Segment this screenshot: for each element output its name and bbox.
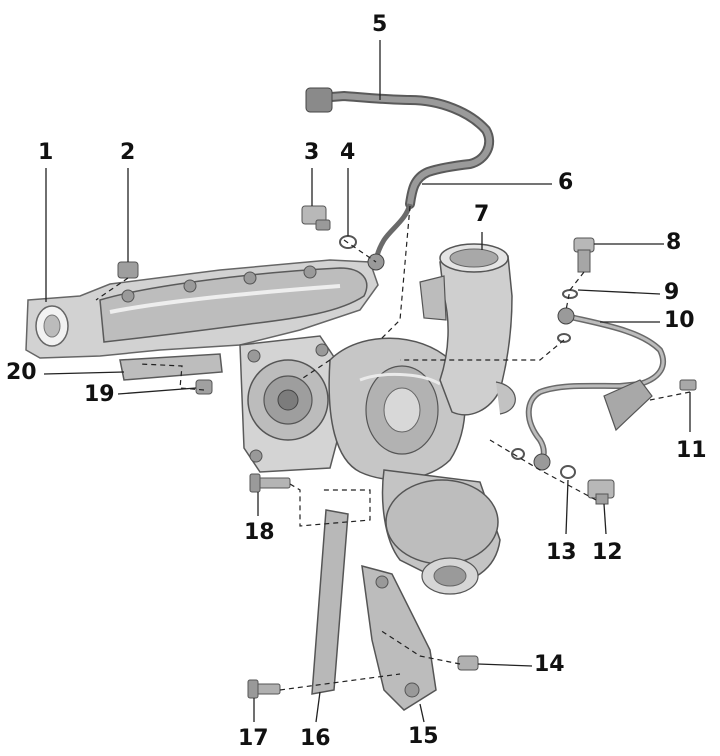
bolt-12: [587, 479, 615, 505]
callout-11: 11: [676, 438, 707, 463]
seal-ring-9: [562, 289, 578, 299]
callout-14: 14: [534, 652, 565, 677]
callout-4: 4: [340, 140, 356, 165]
bracket-15: [361, 564, 437, 711]
oil-supply-line: [525, 307, 667, 471]
callout-20: 20: [6, 360, 37, 385]
callout-10: 10: [664, 308, 695, 333]
turbocharger-core: [328, 337, 466, 481]
turbine-housing: [239, 335, 341, 473]
callout-1: 1: [38, 140, 54, 165]
callout-12: 12: [592, 540, 623, 565]
manifold-nut: [117, 261, 139, 279]
seal-ring-oil-line: [511, 448, 525, 460]
callout-5: 5: [372, 12, 388, 37]
bolt-14: [457, 655, 479, 671]
support-bracket-16: [311, 509, 349, 695]
callout-16: 16: [300, 726, 331, 751]
heat-shield: [119, 353, 223, 381]
callout-19: 19: [84, 382, 115, 407]
assembly-dashed-lines: [95, 205, 691, 691]
callout-2: 2: [120, 140, 136, 165]
leader-lines: [43, 40, 691, 723]
callout-8: 8: [666, 230, 682, 255]
callout-18: 18: [244, 520, 275, 545]
seal-ring-10: [557, 333, 571, 343]
callout-15: 15: [408, 724, 439, 749]
callout-17: 17: [238, 726, 269, 751]
callout-6: 6: [558, 170, 574, 195]
wastegate-actuator: [381, 469, 501, 595]
compressor-intake-elbow: [419, 243, 516, 416]
bolt-18: [249, 473, 291, 493]
callout-13: 13: [546, 540, 577, 565]
coolant-return-pipe: [305, 87, 495, 271]
callout-7: 7: [474, 202, 490, 227]
callout-3: 3: [304, 140, 320, 165]
bolt-11: [679, 379, 697, 391]
bolt-19: [195, 379, 213, 395]
banjo-bolt: [301, 205, 331, 231]
seal-ring-13: [560, 465, 576, 479]
exhaust-manifold: [25, 259, 379, 359]
bolt-17: [247, 679, 281, 699]
banjo-bolt-8: [573, 237, 595, 273]
callout-9: 9: [664, 280, 680, 305]
